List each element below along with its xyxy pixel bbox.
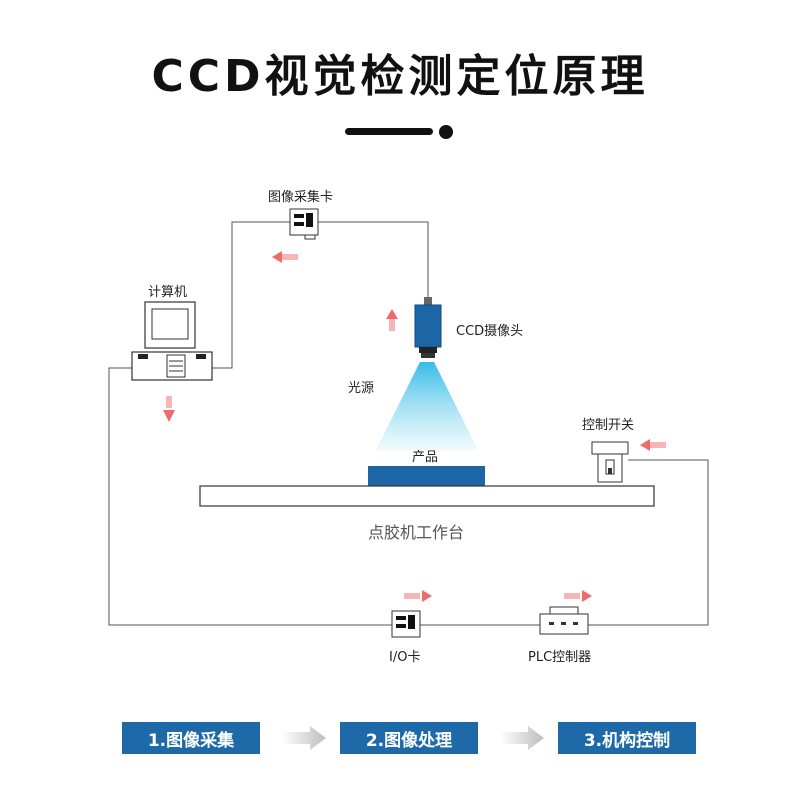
arrow-right-icon (564, 590, 592, 602)
wire-plc-to-switch (588, 459, 709, 626)
title-underline-bar (345, 128, 433, 135)
workbench-label: 点胶机工作台 (368, 523, 465, 542)
page-title: CCD视觉检测定位原理 (151, 51, 649, 102)
computer-label: 计算机 (148, 285, 188, 300)
computer-icon (131, 301, 213, 381)
plc-controller-icon (539, 606, 589, 635)
workbench-platform (199, 485, 655, 507)
wire-computer-to-io (108, 367, 392, 626)
arrow-right-icon (404, 590, 432, 602)
step-image-capture: 1.图像采集 (122, 722, 260, 754)
arrow-left-icon (640, 439, 666, 451)
step-image-processing: 2.图像处理 (340, 722, 478, 754)
io-card-icon (391, 610, 421, 638)
connection-wires (108, 221, 709, 626)
step-mechanism-control: 3.机构控制 (558, 722, 696, 754)
arrow-up-icon (386, 309, 398, 331)
control-switch-icon (591, 441, 629, 483)
title-underline-dot (439, 125, 453, 139)
wire-capture-card-to-camera (318, 221, 429, 298)
capture-card-icon (289, 208, 319, 240)
control-switch-label: 控制开关 (582, 418, 635, 433)
light-source-label: 光源 (348, 381, 375, 396)
product-label: 产品 (412, 450, 439, 465)
ccd-camera-icon (414, 297, 442, 358)
chevron-right-icon (282, 726, 326, 750)
arrow-down-icon (163, 396, 175, 422)
capture-card-label: 图像采集卡 (268, 190, 334, 205)
flow-arrows (163, 251, 666, 602)
wire-computer-to-capture-card (212, 221, 290, 369)
chevron-right-icon (500, 726, 544, 750)
arrow-left-icon (272, 251, 298, 263)
light-beam (376, 362, 478, 450)
ccd-camera-label: CCD摄像头 (456, 324, 524, 339)
plc-label: PLC控制器 (528, 650, 592, 665)
io-card-label: I/O卡 (389, 650, 421, 665)
product-block (368, 466, 485, 486)
